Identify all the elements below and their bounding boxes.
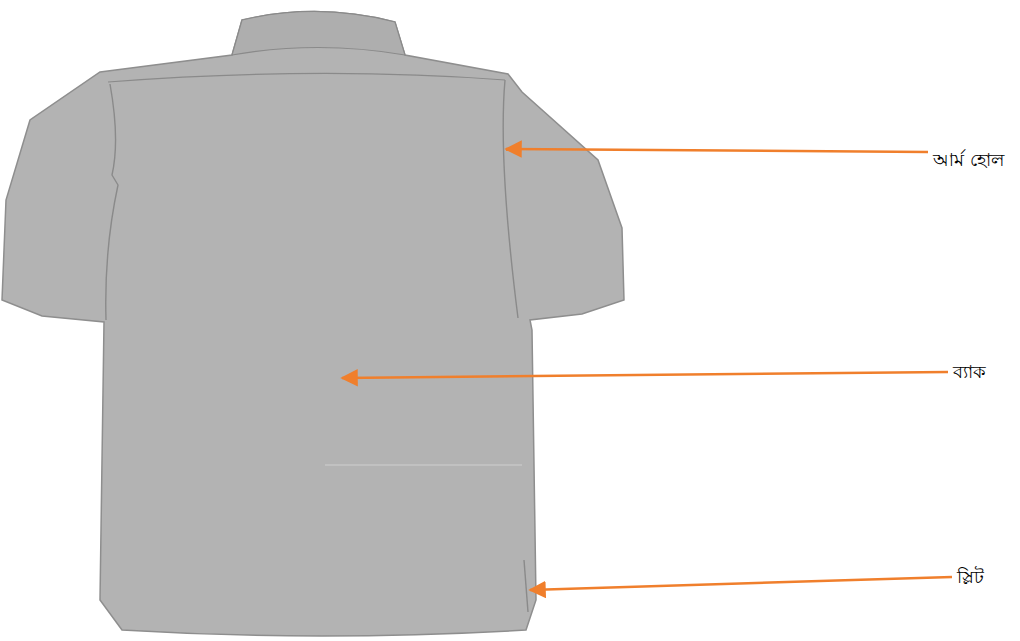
armhole-seam	[503, 80, 518, 318]
part-label: স্লিট	[957, 566, 984, 588]
armhole-seam	[106, 84, 118, 320]
collar	[232, 11, 405, 55]
slit-line	[524, 560, 528, 612]
part-label: আর্ম হোল	[933, 149, 1004, 171]
yoke-seam	[108, 73, 505, 82]
leader-arrow	[530, 577, 952, 590]
shirt-outline	[2, 11, 624, 636]
hem-line	[325, 464, 522, 465]
leader-arrow	[506, 149, 928, 152]
leader-arrow	[342, 372, 948, 378]
part-label: ব্যাক	[953, 361, 986, 383]
